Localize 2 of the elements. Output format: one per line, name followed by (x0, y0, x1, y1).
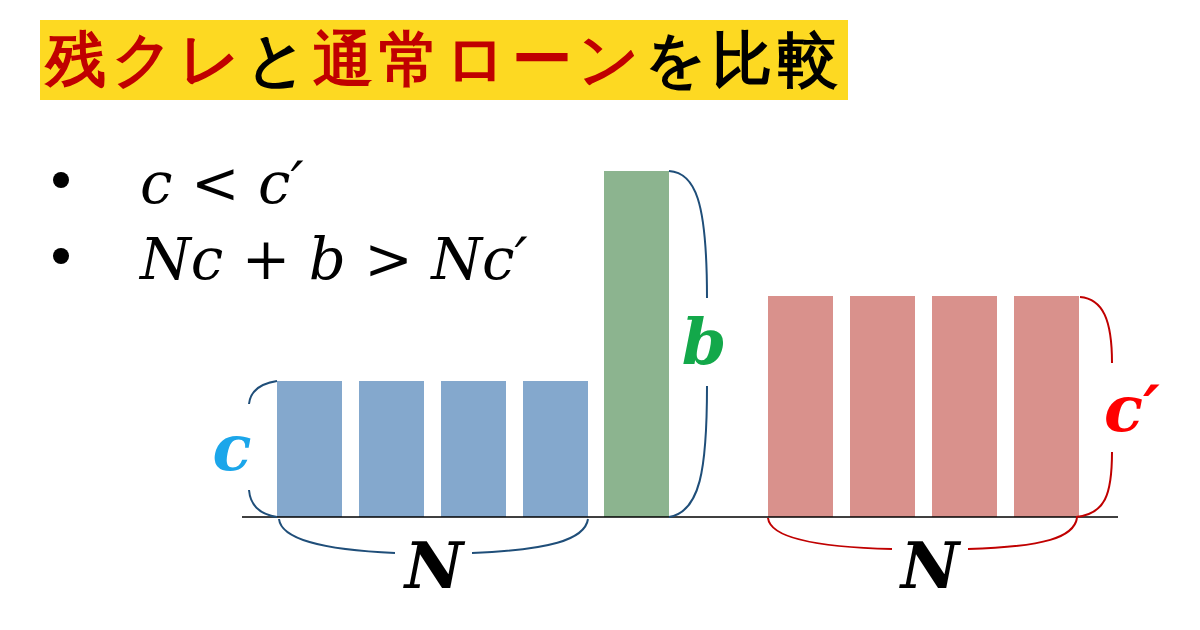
formula: c < c′ (140, 154, 304, 212)
title: 残クレと通常ローンを比較 (40, 20, 848, 100)
